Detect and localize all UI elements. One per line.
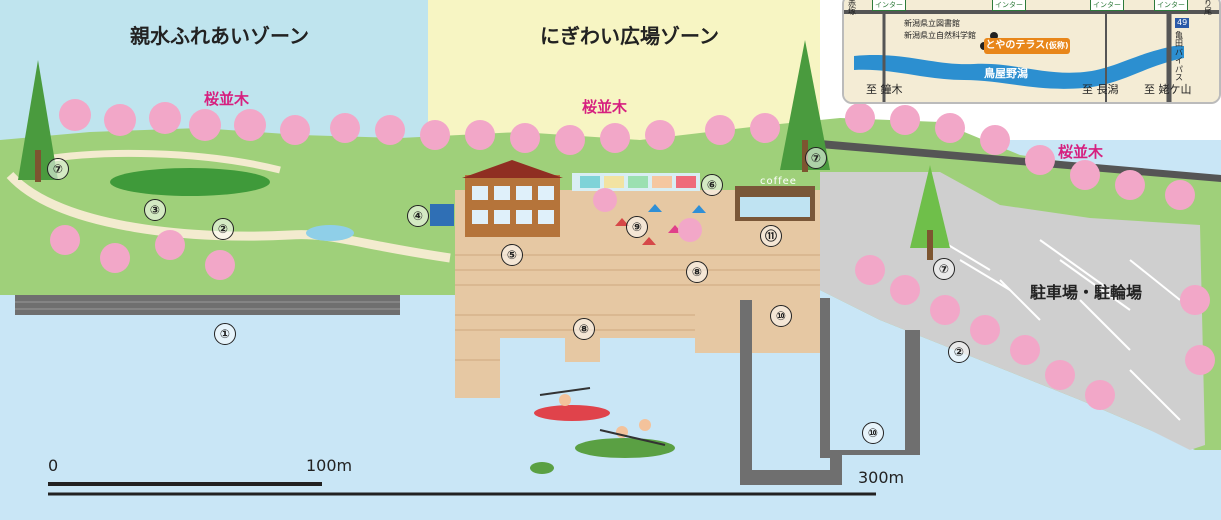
main-building bbox=[465, 175, 560, 237]
inset-lake-label: 鳥屋野潟 bbox=[984, 67, 1028, 80]
marker-1-river-wall: ① bbox=[214, 323, 236, 345]
marker-5-main-building: ⑤ bbox=[501, 244, 523, 266]
river-wall bbox=[15, 295, 400, 315]
marker-2-parking-path: ② bbox=[948, 341, 970, 363]
marker-8-deck-lower: ⑧ bbox=[573, 318, 595, 340]
inset-lake bbox=[854, 46, 1184, 89]
cherry-row-label-right: 桜並木 bbox=[1058, 143, 1104, 161]
marker-8-deck-upper: ⑧ bbox=[686, 261, 708, 283]
zone-center-bg bbox=[428, 0, 820, 140]
play-area bbox=[110, 168, 270, 196]
marker-7-tree-parking: ⑦ bbox=[933, 258, 955, 280]
marker-6-food-trucks: ⑥ bbox=[701, 174, 723, 196]
cherry-trees bbox=[50, 99, 1215, 410]
inset-route-badge: 49 bbox=[1175, 18, 1190, 28]
marker-4-toilets: ④ bbox=[407, 205, 429, 227]
river-wall-texture bbox=[15, 301, 400, 310]
main-building-windows bbox=[472, 186, 554, 224]
scale-label-0: 0 bbox=[48, 456, 59, 475]
marker-7-cedar-left: ⑦ bbox=[47, 158, 69, 180]
coffee-building-window bbox=[740, 197, 810, 217]
inset-interchange-1: インター bbox=[872, 0, 906, 11]
inset-edge-right: り尾 bbox=[1204, 0, 1212, 16]
pond bbox=[306, 225, 354, 241]
marker-10-terrace: ⑩ bbox=[770, 305, 792, 327]
coffee-sign: coffee bbox=[760, 176, 797, 187]
parking-label: 駐車場・駐輪場 bbox=[1030, 283, 1143, 302]
scale-label-300m: 300m bbox=[858, 468, 905, 487]
main-building-roof bbox=[462, 160, 563, 178]
inset-edge-left: 赤塚 bbox=[848, 0, 856, 16]
toilet-building bbox=[430, 204, 454, 226]
inset-interchange-3: インター bbox=[1090, 0, 1124, 11]
road bbox=[820, 140, 1221, 182]
wooden-deck-lower bbox=[455, 298, 695, 398]
cherry-row-label-center: 桜並木 bbox=[582, 98, 628, 116]
zone-title-center: にぎわい広場ゾーン bbox=[540, 24, 719, 48]
marker-3-play-area: ③ bbox=[144, 199, 166, 221]
walking-path bbox=[6, 171, 451, 263]
marker-7-cedar-center: ⑦ bbox=[805, 147, 827, 169]
food-trucks bbox=[572, 173, 700, 191]
inset-museum-label: 新潟県立自然科学館 bbox=[904, 31, 976, 40]
inset-interchange-2: インター bbox=[992, 0, 1026, 11]
inset-dir-kamedagi: 至 鐘木 bbox=[866, 83, 903, 96]
kayaks bbox=[534, 387, 675, 458]
cedar-trees bbox=[18, 40, 950, 260]
marker-9-tents: ⑨ bbox=[626, 216, 648, 238]
zone-title-left: 親水ふれあいゾーン bbox=[130, 24, 309, 48]
inset-highlight-label: とやのテラス bbox=[985, 40, 1046, 51]
inset-highlight-note: (仮称) bbox=[1045, 41, 1069, 50]
walking-path-north bbox=[39, 149, 281, 174]
inset-highlight-marker: とやのテラス(仮称) bbox=[984, 38, 1070, 54]
wooden-deck-terrace bbox=[695, 298, 820, 353]
inset-interchange-4: インター bbox=[1154, 0, 1188, 11]
marker-2-path: ② bbox=[212, 218, 234, 240]
marker-10-pier: ⑩ bbox=[862, 422, 884, 444]
inset-location-map: インター インター インター インター 赤塚 り尾 新潟県立図書館 新潟県立自然… bbox=[842, 0, 1221, 104]
pier-post bbox=[820, 298, 830, 458]
inset-library-label: 新潟県立図書館 bbox=[904, 19, 960, 28]
cherry-row-label-left: 桜並木 bbox=[204, 90, 250, 108]
inset-bypass-label: 亀田バイパス bbox=[1175, 31, 1183, 82]
marker-11-cafe: ⑪ bbox=[760, 225, 782, 247]
inset-dir-nagata: 至 長潟 bbox=[1082, 83, 1119, 96]
scale-label-100m: 100m bbox=[306, 456, 353, 475]
parking-stalls bbox=[939, 239, 1181, 421]
floating-islet bbox=[530, 462, 554, 474]
inset-dir-ogayama: 至 姥ケ山 bbox=[1144, 83, 1192, 96]
